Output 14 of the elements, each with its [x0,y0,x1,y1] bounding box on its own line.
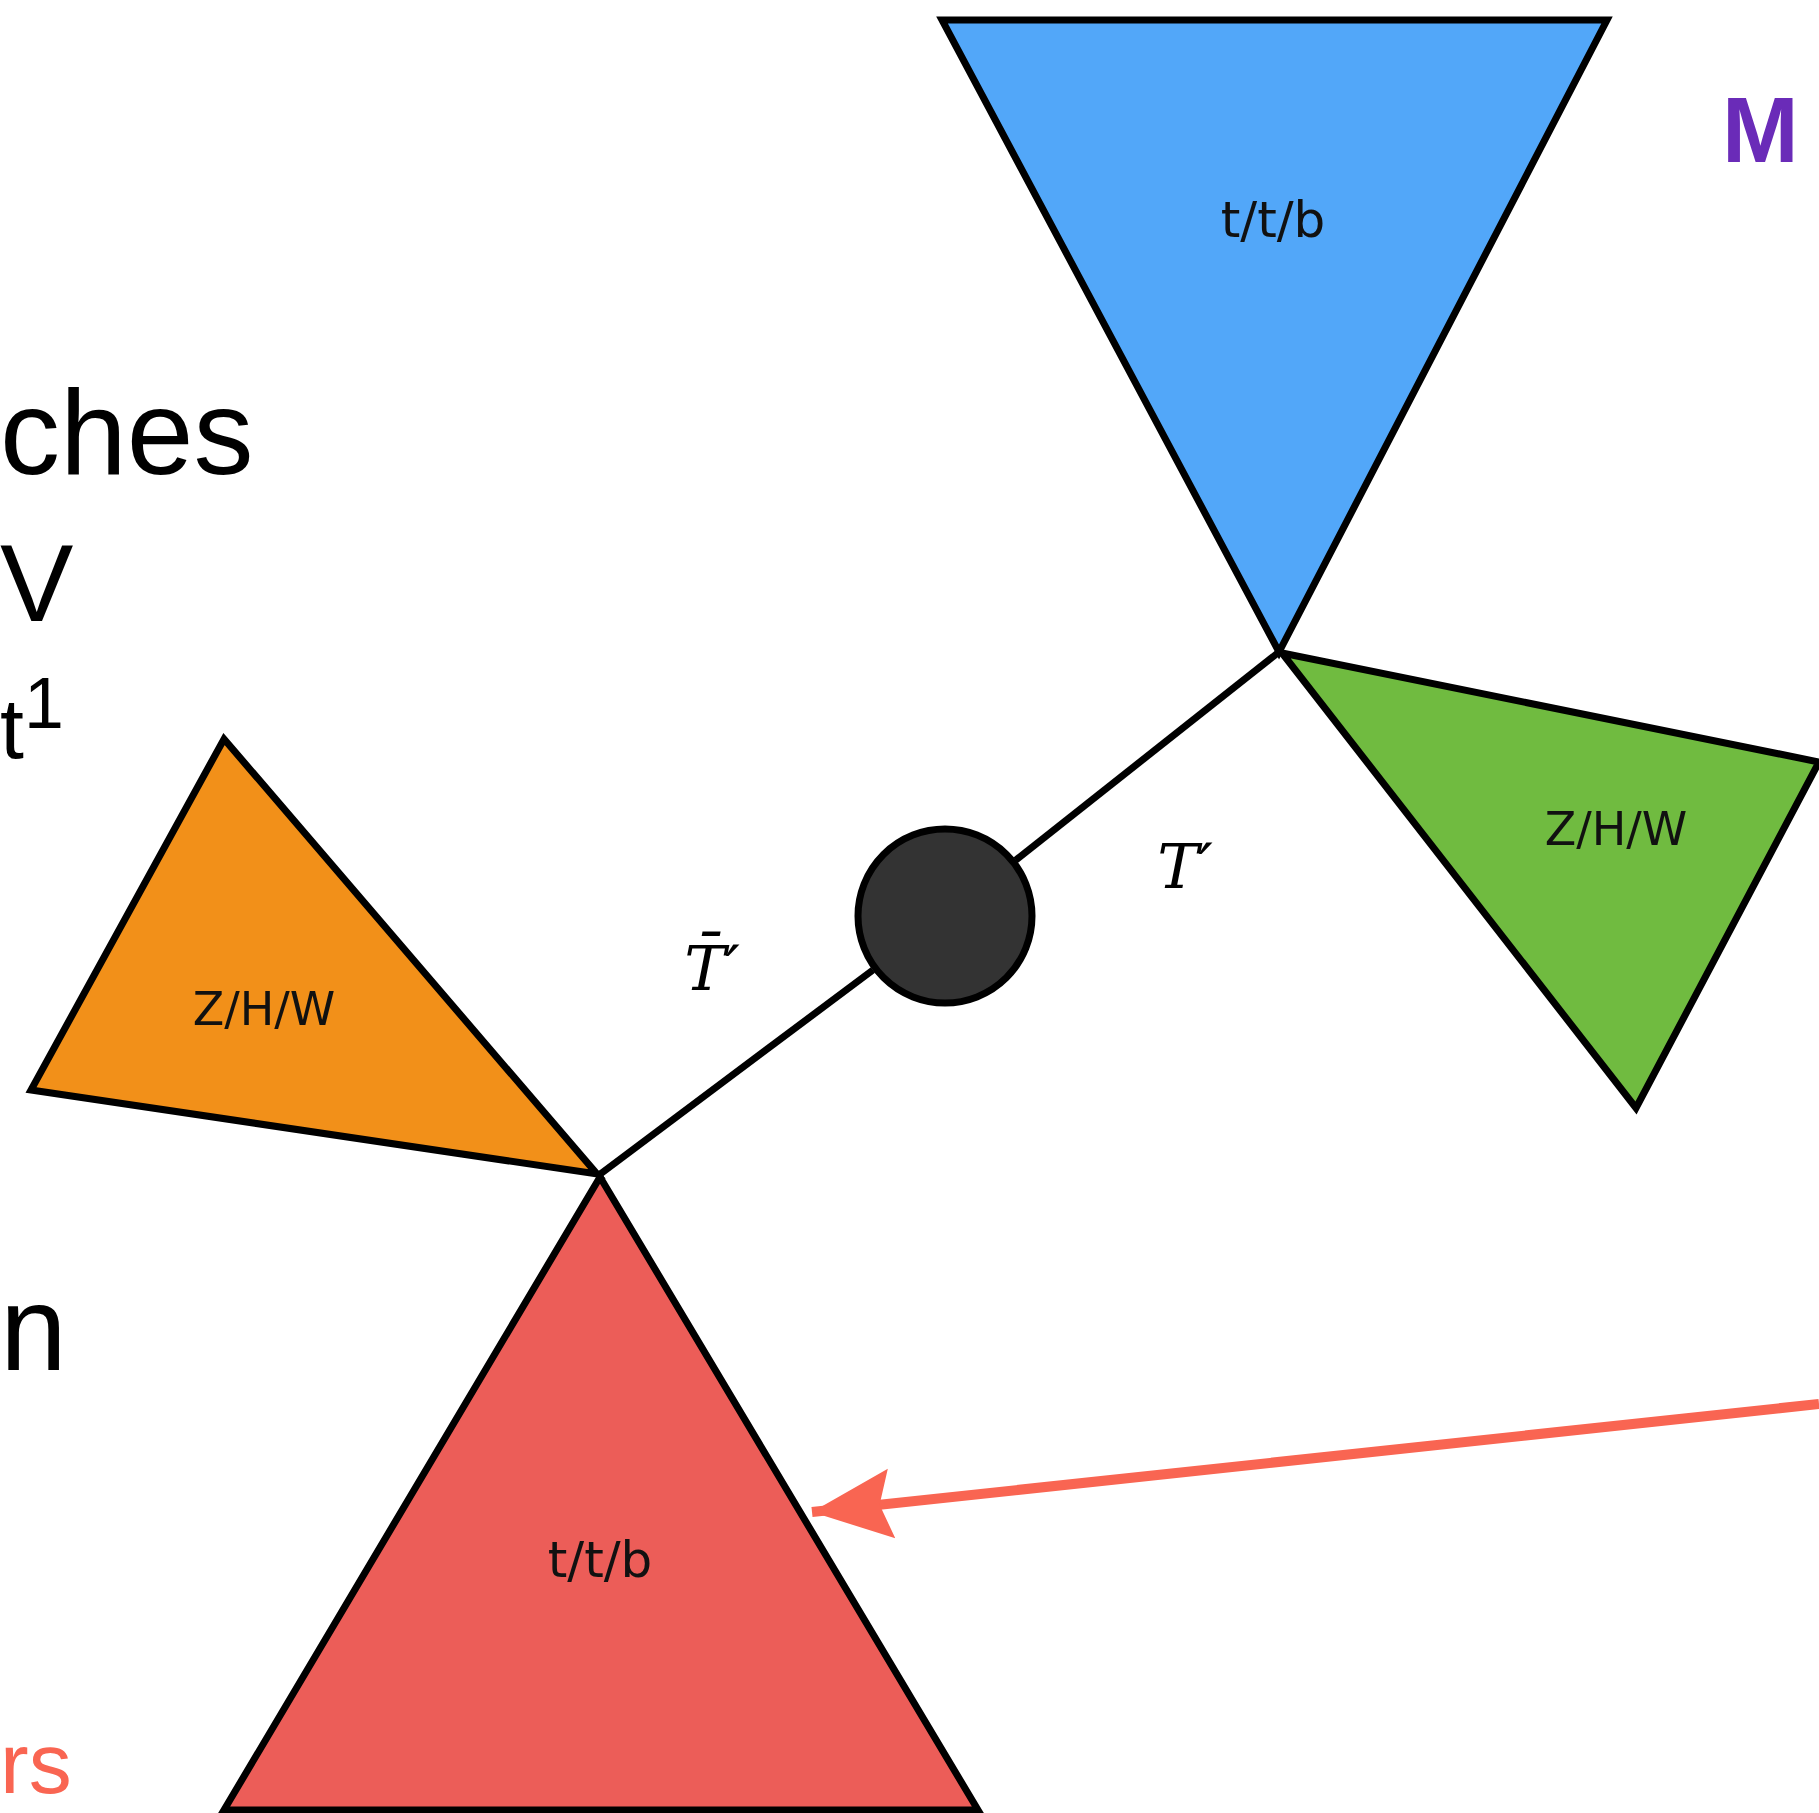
slide-text: t$^{1}$ [0,668,64,771]
slide-text: rs [0,1720,72,1806]
edge-label: T̄′ [684,931,740,1005]
slide-text: ches [0,372,254,492]
triangle-label: Z/H/W [1544,802,1688,856]
triangle-label: t/t/b [1220,191,1326,249]
slide-text: M [1722,84,1799,176]
triangle-label: Z/H/W [192,982,336,1036]
line [596,967,876,1178]
edge-label: T′ [1157,829,1213,903]
slide-text: V [0,528,74,638]
triangle-label: t/t/b [547,1531,653,1589]
slide-text: n [0,1268,67,1388]
arrow [811,1399,1819,1539]
